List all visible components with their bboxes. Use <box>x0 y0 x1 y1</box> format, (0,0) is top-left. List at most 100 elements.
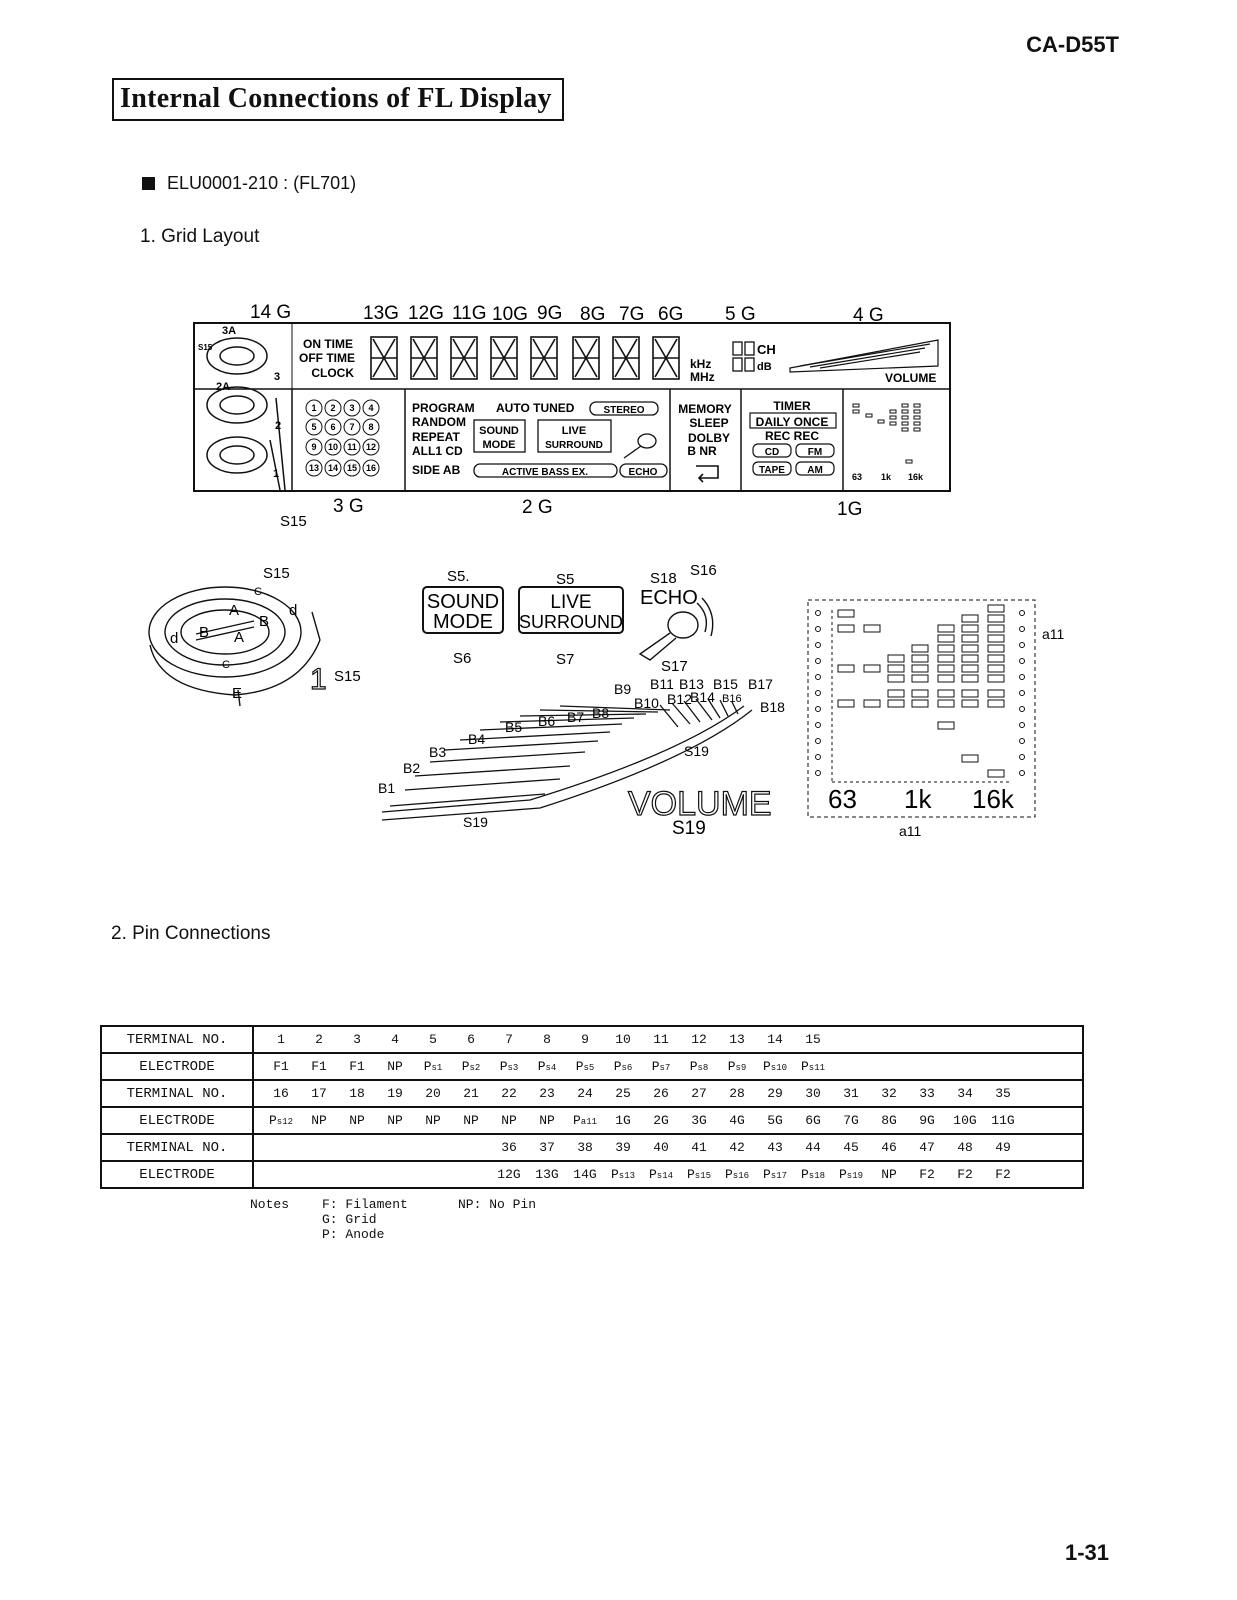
terminal-header: TERMINAL NO. <box>100 1133 254 1162</box>
terminal-number: 46 <box>881 1140 897 1155</box>
eq-detail-63: 63 <box>828 784 857 814</box>
terminal-number: 2 <box>315 1032 323 1047</box>
electrode-value: Pa11 <box>572 1113 597 1128</box>
mode-detail-label: MODE <box>433 611 493 633</box>
seg-label-s17: S17 <box>661 658 688 675</box>
page-title: Internal Connections of FL Display <box>112 78 564 121</box>
grid-label-5g: 5 G <box>725 304 756 325</box>
cd-box <box>752 443 792 458</box>
terminal-number: 10 <box>615 1032 631 1047</box>
electrode-value: F2 <box>995 1167 1011 1182</box>
terminal-header: TERMINAL NO. <box>100 1079 254 1108</box>
terminal-number: 5 <box>429 1032 437 1047</box>
digit-6g <box>652 336 680 380</box>
bar-label-b14: B14 <box>690 689 715 705</box>
electrode-value: NP <box>311 1113 327 1128</box>
electrode-value: 6G <box>805 1113 821 1128</box>
electrode-value: F2 <box>957 1167 973 1182</box>
electrode-value: Ps5 <box>575 1059 595 1074</box>
electrode-value: 3G <box>691 1113 707 1128</box>
cassette-letter: A <box>234 629 244 646</box>
disc-4: 4 <box>362 399 380 417</box>
s19-label-right: S19 <box>684 743 709 759</box>
terminal-number: 9 <box>581 1032 589 1047</box>
volume-label: VOLUME <box>885 371 936 385</box>
svg-text:10: 10 <box>328 442 338 452</box>
section-grid-layout: 1. Grid Layout <box>140 226 260 247</box>
random-label: RANDOM <box>412 415 466 429</box>
svg-text:2: 2 <box>330 403 335 413</box>
disc-12: 12 <box>362 438 380 456</box>
cassette-letter: A <box>229 602 239 619</box>
grid-label-11g: 11G <box>452 303 487 324</box>
grid-label-2g: 2 G <box>522 497 553 518</box>
eq-detail-1k: 1k <box>904 784 932 814</box>
terminal-number: 26 <box>653 1086 669 1101</box>
label-2: 2 <box>275 420 281 432</box>
electrode-value: Ps12 <box>268 1113 293 1128</box>
terminal-number: 47 <box>919 1140 935 1155</box>
bullet-square-icon <box>142 177 155 190</box>
electrode-value: NP <box>425 1113 441 1128</box>
bar-label-b2: B2 <box>403 760 420 776</box>
sound-label: SOUND <box>479 425 519 437</box>
fl-display-figure: 14 G 13G 12G 11G 10G 9G 8G 7G 6G 5 G 4 G… <box>148 302 1065 839</box>
fm-label: FM <box>808 447 822 458</box>
reel-icon <box>206 337 268 375</box>
am-label: AM <box>807 465 823 476</box>
terminal-number: 48 <box>957 1140 973 1155</box>
electrode-value: Ps8 <box>689 1059 709 1074</box>
electrode-value: NP <box>539 1113 555 1128</box>
terminal-number: 29 <box>767 1086 783 1101</box>
timer-label: TIMER <box>773 399 811 413</box>
disc-14: 14 <box>324 459 342 477</box>
electrode-value: NP <box>501 1113 517 1128</box>
grid-label-4g: 4 G <box>853 305 884 326</box>
eq-16k: 16k <box>908 472 924 482</box>
model-number: CA-D55T <box>1026 32 1119 57</box>
disc-11: 11 <box>343 438 361 456</box>
svg-text:7: 7 <box>349 422 354 432</box>
electrode-value: F2 <box>919 1167 935 1182</box>
electrode-value: 5G <box>767 1113 783 1128</box>
sound-mode-detail-box <box>422 586 504 634</box>
grid-label-10g: 10G <box>492 304 528 325</box>
disc-15: 15 <box>343 459 361 477</box>
notes-label: Notes <box>250 1197 290 1212</box>
cassette-letter: B <box>259 613 269 630</box>
terminal-number: 38 <box>577 1140 593 1155</box>
terminal-number: 24 <box>577 1086 593 1101</box>
label-s15-small: S15 <box>198 343 213 352</box>
electrode-value: 2G <box>653 1113 669 1128</box>
svg-text:12: 12 <box>366 442 376 452</box>
terminal-number: 20 <box>425 1086 441 1101</box>
bar-label-b1: B1 <box>378 780 395 796</box>
note-no-pin: NP: No Pin <box>458 1197 537 1212</box>
khz-label: kHz <box>690 357 711 371</box>
terminal-number: 42 <box>729 1140 745 1155</box>
off-time-label: OFF TIME <box>299 351 355 365</box>
reel-icon <box>206 436 268 474</box>
seg-label-s16: S16 <box>690 562 717 579</box>
svg-text:11: 11 <box>347 442 357 452</box>
electrode-value: Ps7 <box>651 1059 671 1074</box>
surround-detail-label: SURROUND <box>519 612 623 632</box>
auto-tuned-label: AUTO TUNED <box>496 401 575 415</box>
active-bass-label: ACTIVE BASS EX. <box>502 467 588 478</box>
terminal-number: 22 <box>501 1086 517 1101</box>
dolby-label: DOLBY <box>688 431 730 445</box>
electrode-value: Ps11 <box>800 1059 825 1074</box>
electrode-header: ELECTRODE <box>100 1106 254 1135</box>
svg-text:15: 15 <box>347 463 357 473</box>
fm-box <box>795 443 835 458</box>
terminal-number: 30 <box>805 1086 821 1101</box>
label-1: 1 <box>273 468 279 480</box>
electrode-value: F1 <box>273 1059 289 1074</box>
electrode-value: Ps10 <box>762 1059 787 1074</box>
sound-mode-box <box>473 419 526 453</box>
svg-text:1: 1 <box>311 403 316 413</box>
bar-label-b7: B7 <box>567 709 584 725</box>
live-surround-box <box>537 419 612 453</box>
electrode-value: Ps18 <box>800 1167 825 1182</box>
